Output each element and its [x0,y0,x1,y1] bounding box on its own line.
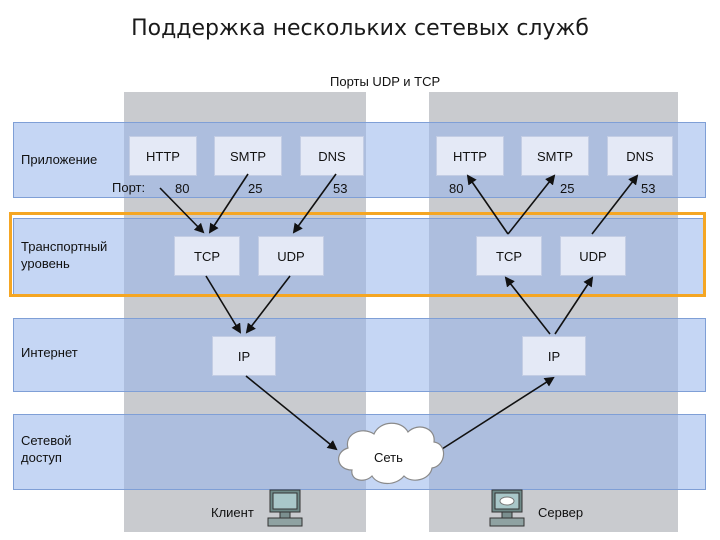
network-cloud-icon [338,422,445,485]
arrow-server-ip-tcp [504,276,551,335]
arrow-client-http-tcp [159,187,205,234]
arrow-client-udp-ip [245,275,291,334]
server-label: Сервер [538,505,584,520]
port-label: Порт: [112,180,146,195]
client-ip-box: IP [212,336,276,376]
layer-label-application: Приложение [21,152,98,167]
transport-layer-highlight [9,212,706,297]
server-port-dns: 53 [641,181,656,196]
client-computer-icon [267,489,303,527]
ports-caption: Порты UDP и TCP [330,74,441,89]
client-label: Клиент [211,505,254,520]
server-smtp-box: SMTP [521,136,589,176]
client-udp-box: UDP [258,236,324,276]
server-port-smtp: 25 [560,181,575,196]
client-port-dns: 53 [333,181,348,196]
layer-label-network-access: Сетевой доступ [21,433,72,465]
arrow-server-tcp-http [466,174,509,235]
client-tcp-box: TCP [174,236,240,276]
client-port-smtp: 25 [248,181,263,196]
server-udp-box: UDP [560,236,626,276]
layer-label-internet: Интернет [21,345,78,360]
server-computer-icon [489,489,525,527]
arrow-server-tcp-smtp [507,174,556,235]
arrow-server-udp-dns [591,174,639,235]
layer-label-transport: Транспортный уровень [21,239,108,271]
client-smtp-box: SMTP [214,136,282,176]
server-dns-box: DNS [607,136,673,176]
arrow-client-dns-udp [292,173,337,234]
client-dns-box: DNS [300,136,364,176]
network-label: Сеть [374,450,403,465]
arrow-network-server-ip [441,376,555,450]
page-title: Поддержка нескольких сетевых служб [131,16,589,41]
client-http-box: HTTP [129,136,197,176]
internet-layer-band [13,318,706,392]
arrow-server-ip-udp [554,276,594,335]
arrow-client-tcp-ip [205,275,242,334]
arrow-client-ip-network [245,375,338,451]
arrow-client-smtp-tcp [208,173,249,234]
client-port-http: 80 [175,181,190,196]
server-ip-box: IP [522,336,586,376]
server-tcp-box: TCP [476,236,542,276]
server-port-http: 80 [449,181,464,196]
